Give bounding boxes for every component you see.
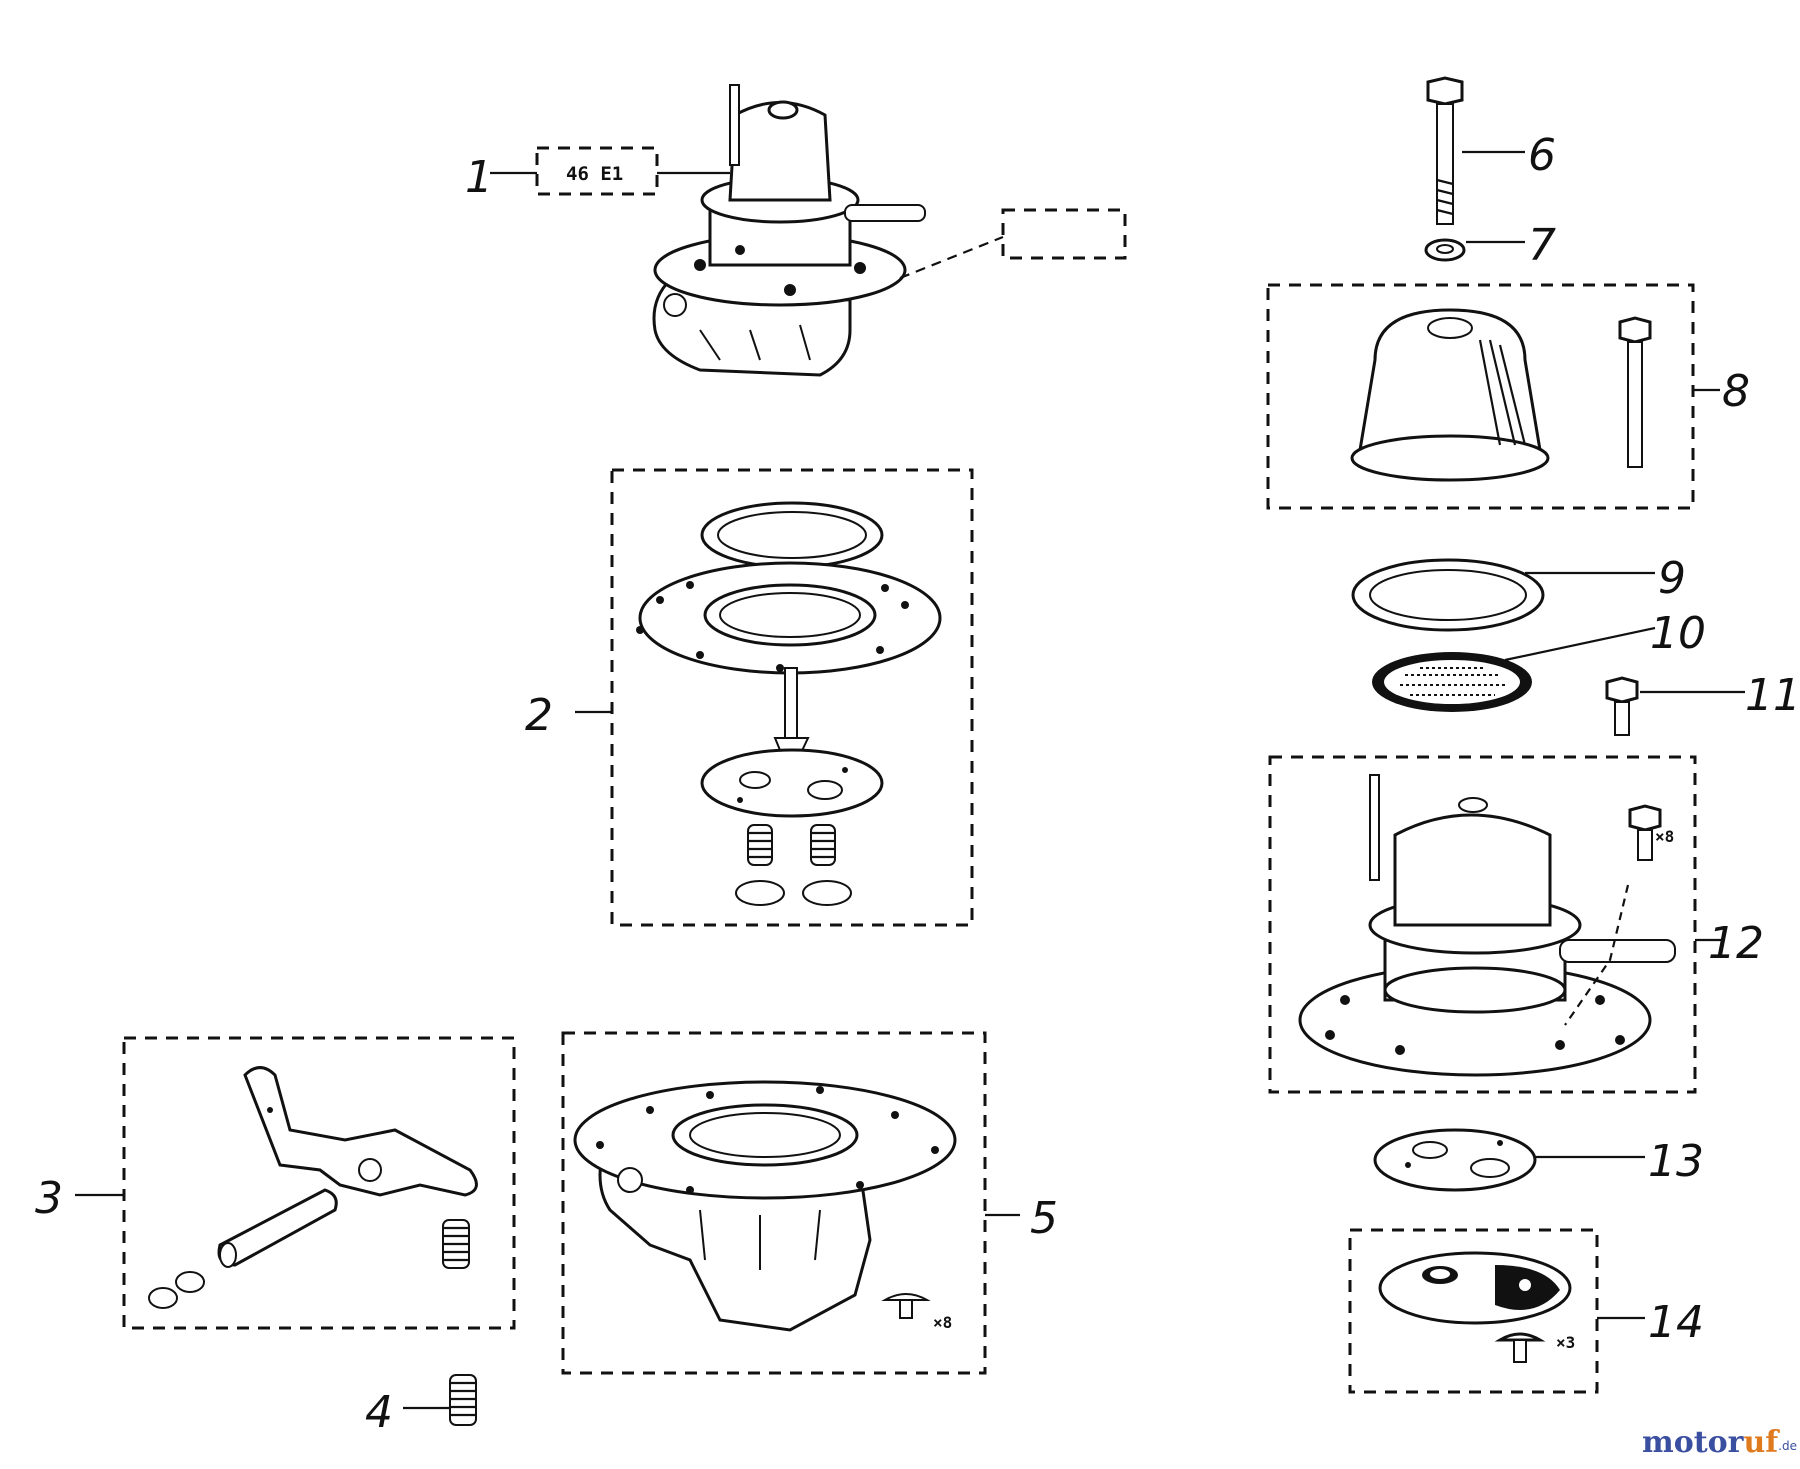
part-14-box: [1348, 1228, 1599, 1394]
part-6-bolt: [1426, 76, 1464, 225]
callout-2: 2: [525, 690, 553, 741]
callout-10: 10: [1650, 608, 1706, 659]
part-3-rocker-arm-set: [148, 1066, 478, 1309]
part-5-pump-body: [573, 1080, 957, 1332]
part-8-cover: [1350, 308, 1652, 482]
callout-4: 4: [365, 1387, 393, 1438]
callout-12: 12: [1708, 918, 1764, 969]
part-3-box: [122, 1036, 516, 1330]
callout-11: 11: [1745, 670, 1800, 721]
callout-3: 3: [35, 1173, 63, 1224]
part-11-screw: [1605, 676, 1639, 736]
part-7-washer: [1424, 238, 1466, 262]
callout-7: 7: [1528, 220, 1556, 271]
part-9-sealing-ring: [1351, 558, 1545, 632]
part-1-fuel-pump: [652, 84, 926, 377]
part-13-valve-plate: [1373, 1128, 1537, 1192]
part-1-blank-box: [1001, 208, 1127, 260]
part-10-filter-screen: [1372, 652, 1532, 712]
part-8-box: [1266, 283, 1695, 510]
part-14-valve-set: [1378, 1251, 1572, 1363]
watermark-brand-b: uf: [1743, 1425, 1780, 1460]
part-14-qty: ×3: [1556, 1333, 1575, 1352]
part-2-diaphragm-set: [636, 501, 942, 906]
part-5-qty: ×8: [933, 1313, 952, 1332]
callout-6: 6: [1528, 130, 1556, 181]
part-5-box: [561, 1031, 987, 1375]
part-1-tag-text: 46 E1: [566, 163, 623, 185]
callout-1: 1: [465, 152, 493, 203]
watermark-brand-a: motor: [1642, 1425, 1745, 1460]
part-12-box: [1268, 755, 1697, 1094]
part-2-box: [610, 468, 974, 927]
callout-14: 14: [1648, 1297, 1704, 1348]
callout-9: 9: [1658, 553, 1686, 604]
part-12-upper-section: [1298, 774, 1676, 1077]
callout-5: 5: [1030, 1193, 1058, 1244]
callout-8: 8: [1722, 366, 1750, 417]
watermark-suffix: .de: [1778, 1439, 1797, 1453]
part-4-spring: [449, 1374, 477, 1426]
callout-13: 13: [1648, 1136, 1704, 1187]
watermark-logo: motoruf.de: [1642, 1425, 1797, 1460]
svg-text:motoruf.de: motoruf.de: [1642, 1425, 1797, 1460]
part-12-qty: ×8: [1655, 827, 1674, 846]
